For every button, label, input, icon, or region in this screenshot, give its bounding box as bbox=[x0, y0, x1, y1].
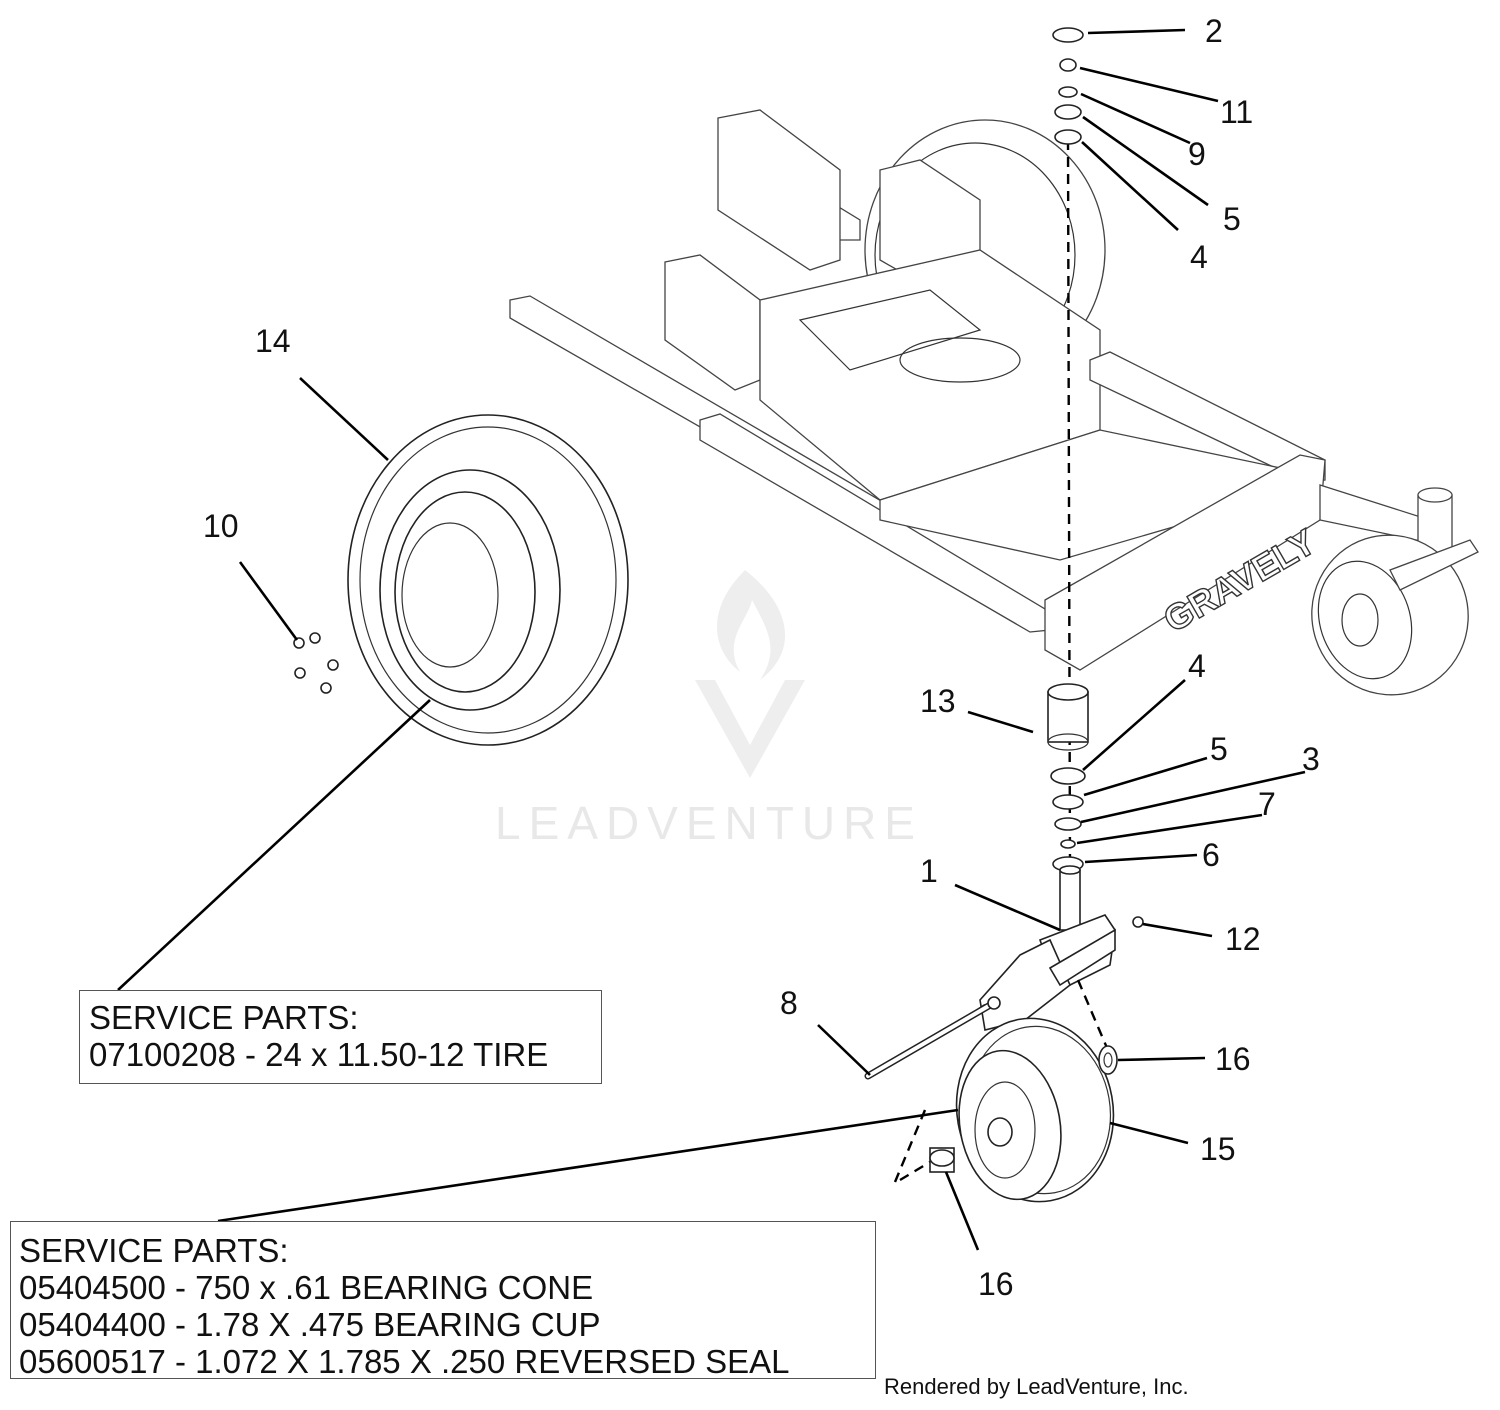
spindle-axis-line bbox=[1066, 139, 1072, 871]
callout-15: 15 bbox=[1200, 1131, 1236, 1167]
service-parts-wheel-line: 05404500 - 750 x .61 BEARING CONE bbox=[19, 1269, 594, 1306]
rear-tire-part bbox=[347, 414, 629, 746]
bearing-cone-bottom-part bbox=[1052, 794, 1084, 810]
caster-tube-part bbox=[1047, 683, 1089, 751]
axle-bolt-part bbox=[864, 996, 1001, 1080]
washer-part bbox=[1058, 86, 1078, 98]
callout-8: 8 bbox=[780, 985, 798, 1021]
cap-part bbox=[1052, 27, 1084, 43]
callout-13: 13 bbox=[920, 683, 956, 719]
service-parts-wheel-line: 05600517 - 1.072 X 1.785 X .250 REVERSED… bbox=[19, 1343, 790, 1380]
callout-labels: 2 11 9 5 4 4 13 5 3 7 6 1 12 8 16 15 16 … bbox=[203, 13, 1320, 1302]
callout-2: 2 bbox=[1205, 13, 1223, 49]
service-parts-tire-line: 07100208 - 24 x 11.50-12 TIRE bbox=[89, 1036, 549, 1073]
service-parts-wheel-line: 05404400 - 1.78 X .475 BEARING CUP bbox=[19, 1306, 601, 1343]
nut-part bbox=[1059, 58, 1077, 72]
service-parts-tire-box: SERVICE PARTS: 07100208 - 24 x 11.50-12 … bbox=[79, 990, 602, 1084]
callout-11: 11 bbox=[1220, 94, 1253, 130]
leader-lines bbox=[117, 28, 1306, 1251]
axle-guide-back bbox=[893, 1109, 927, 1183]
service-parts-tire-heading: SERVICE PARTS: bbox=[89, 999, 359, 1036]
mower-frame: GRAVELY bbox=[509, 109, 1479, 696]
service-parts-wheel-heading: SERVICE PARTS: bbox=[19, 1232, 289, 1269]
watermark-text: LEADVENTURE bbox=[495, 797, 923, 849]
callout-4-bottom: 4 bbox=[1188, 648, 1206, 684]
callout-14: 14 bbox=[255, 323, 291, 359]
service-parts-wheel-box: SERVICE PARTS: 05404500 - 750 x .61 BEAR… bbox=[10, 1221, 876, 1380]
callout-16-bottom: 16 bbox=[978, 1266, 1014, 1302]
axle-guide-right bbox=[1076, 979, 1112, 1056]
callout-1: 1 bbox=[920, 853, 938, 889]
bearing-cup-top-part bbox=[1054, 129, 1082, 145]
lower-hardware-stack bbox=[1050, 767, 1086, 872]
bearing-cone-top-part bbox=[1054, 104, 1082, 120]
callout-7: 7 bbox=[1258, 786, 1276, 822]
axle-guide-lower bbox=[899, 1148, 951, 1182]
callout-16-right: 16 bbox=[1215, 1041, 1251, 1077]
bearing-cup-bottom-part bbox=[1050, 767, 1086, 785]
callout-5-bottom: 5 bbox=[1210, 731, 1228, 767]
seal-part bbox=[1054, 817, 1082, 831]
callout-12: 12 bbox=[1225, 921, 1261, 957]
callout-5-top: 5 bbox=[1223, 201, 1241, 237]
wheel-spacer-right-part bbox=[1098, 1045, 1118, 1075]
top-hardware-stack bbox=[1052, 27, 1084, 145]
callout-10: 10 bbox=[203, 508, 239, 544]
spacer-part bbox=[1060, 839, 1076, 849]
callout-4-top: 4 bbox=[1190, 239, 1208, 275]
front-caster-wheel-part bbox=[955, 1017, 1115, 1203]
caster-fork-part bbox=[979, 865, 1116, 1031]
lug-nuts-part bbox=[293, 632, 339, 694]
callout-6: 6 bbox=[1202, 837, 1220, 873]
watermark-logo bbox=[695, 570, 805, 778]
wheel-spacer-left-part bbox=[929, 1147, 955, 1173]
callout-9: 9 bbox=[1188, 136, 1206, 172]
rendered-by-footer: Rendered by LeadVenture, Inc. bbox=[884, 1374, 1189, 1399]
callout-3: 3 bbox=[1302, 741, 1320, 777]
grease-fitting-part bbox=[1132, 916, 1144, 928]
